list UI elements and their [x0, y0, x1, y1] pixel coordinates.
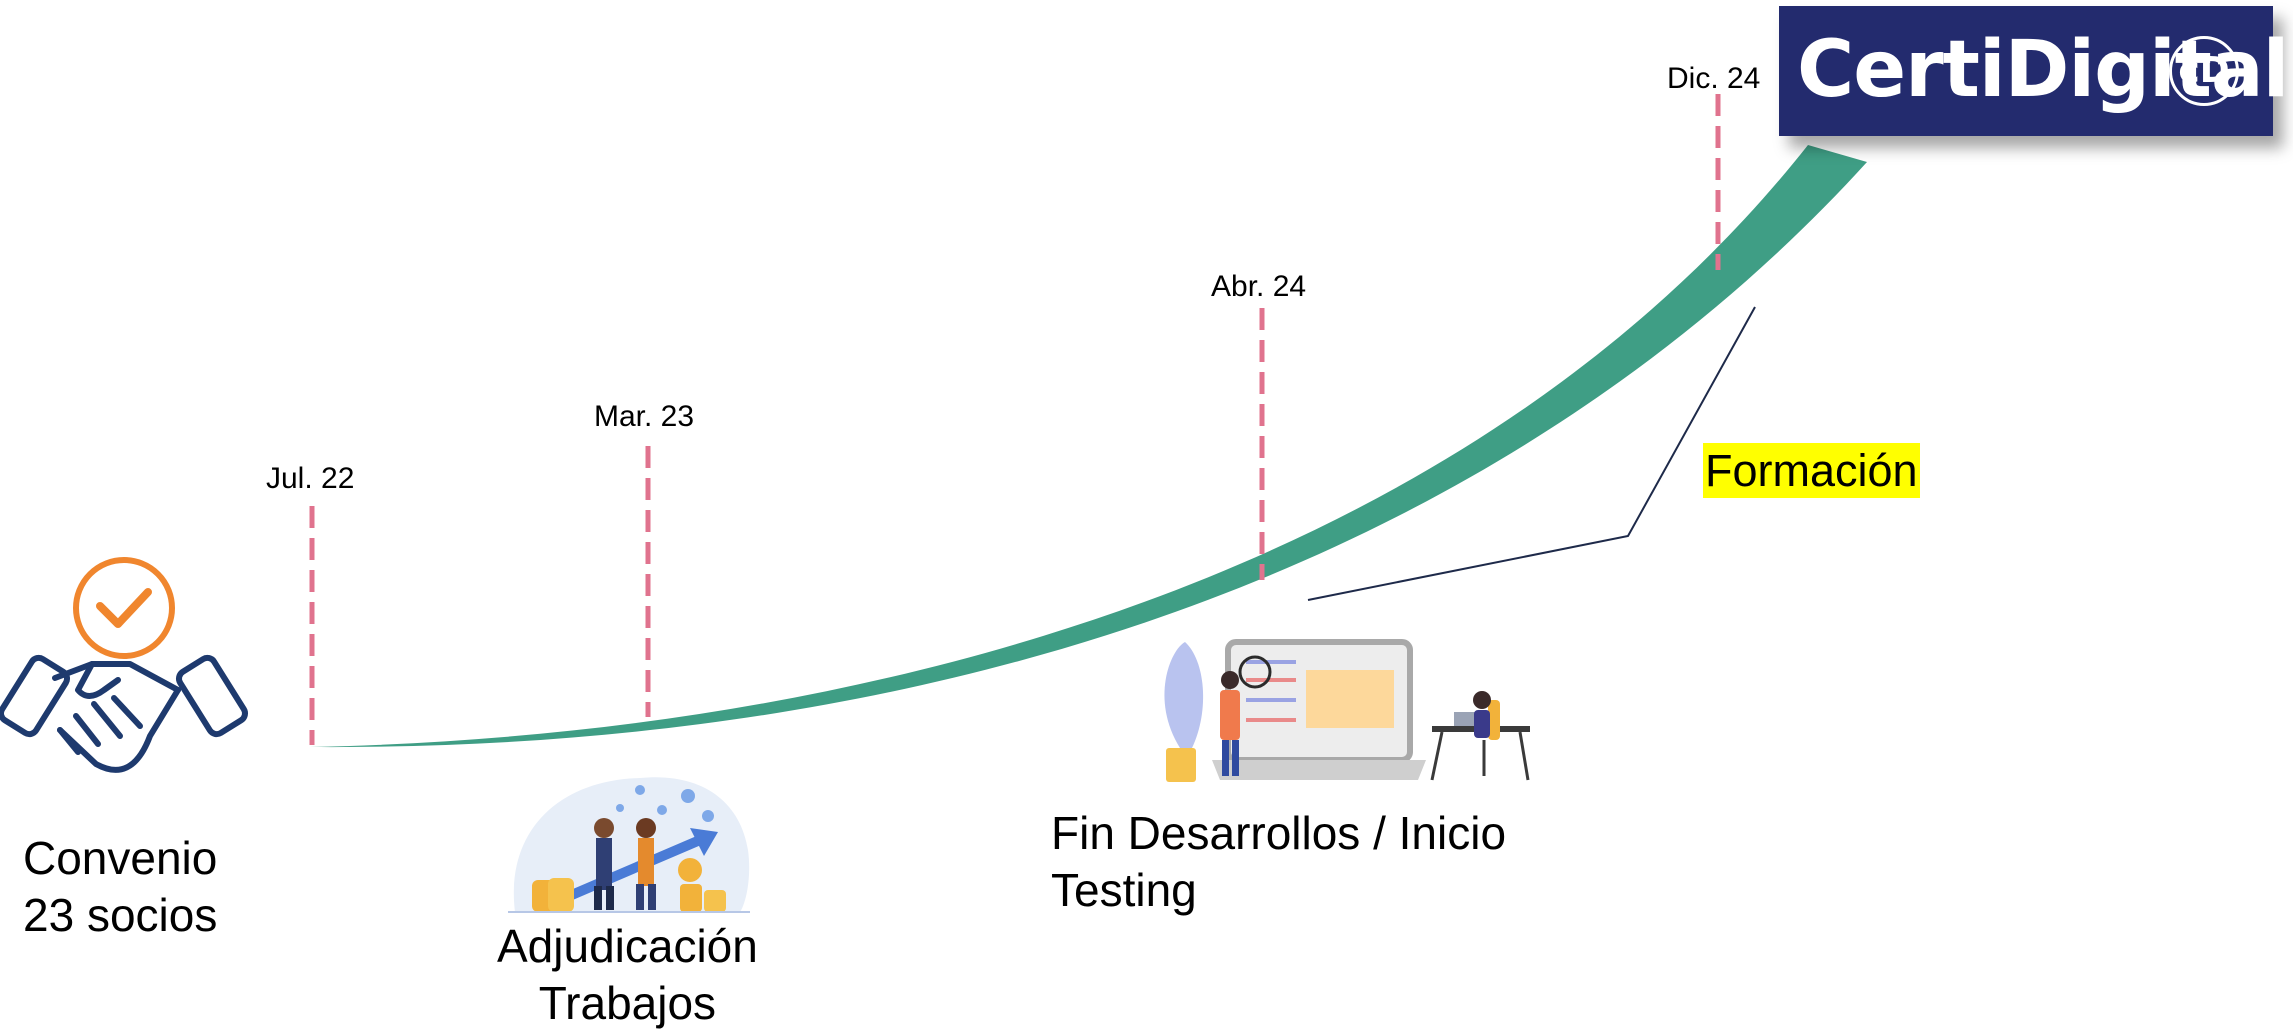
date-mar23: Mar. 23	[594, 400, 695, 433]
milestone-fin-desarrollos: Fin Desarrollos / Inicio Testing	[1051, 805, 1506, 919]
logo-badge: cD	[2169, 36, 2239, 106]
callout-formacion: Formación	[1703, 443, 1920, 498]
date-abr24: Abr. 24	[1211, 270, 1307, 303]
date-dic24: Dic. 24	[1667, 62, 1761, 95]
growth-curve	[310, 145, 1867, 748]
handshake-check-icon	[0, 557, 249, 773]
certidigital-logo: CertiDigital cD	[1779, 6, 2289, 136]
milestone-fin-desarrollos-line1: Fin Desarrollos / Inicio	[1051, 807, 1507, 859]
callout-pointer	[1307, 306, 1756, 601]
milestone-adjudicacion: Adjudicación Trabajos	[497, 918, 758, 1032]
milestone-convenio-line2: 23 socios	[23, 889, 218, 941]
milestone-convenio-line1: Convenio	[23, 832, 218, 884]
milestone-adjudicacion-line1: Adjudicación	[497, 920, 758, 972]
dev-testing-illustration	[1164, 639, 1530, 782]
milestone-adjudicacion-line2: Trabajos	[538, 977, 717, 1029]
date-jul22: Jul. 22	[266, 462, 355, 495]
business-deal-illustration	[508, 777, 750, 913]
milestone-fin-desarrollos-line2: Testing	[1051, 864, 1197, 916]
milestone-convenio: Convenio 23 socios	[23, 830, 217, 944]
